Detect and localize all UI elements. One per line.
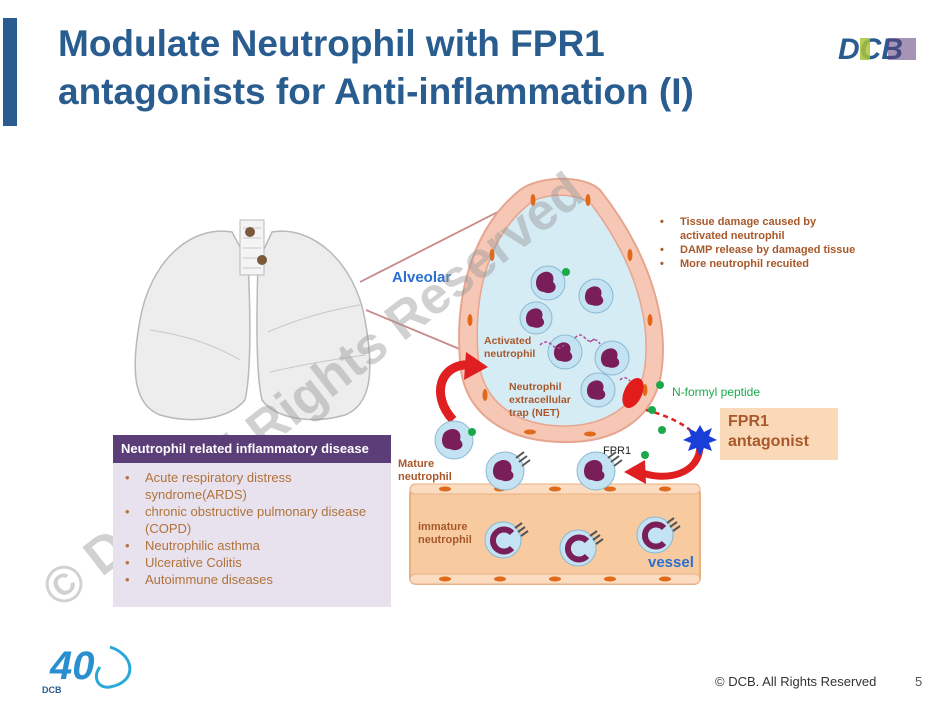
activated-neutrophil-label: Activated neutrophil <box>484 335 535 360</box>
footer-copyright: © DCB. All Rights Reserved <box>715 674 877 689</box>
disease-item: Autoimmune diseases <box>123 571 391 588</box>
net-line-3: trap (NET) <box>509 407 560 419</box>
disease-box: Neutrophil related inflammatory disease … <box>113 435 391 607</box>
net-label: Neutrophil extracellular trap (NET) <box>509 381 574 419</box>
disease-list: Acute respiratory distress syndrome(ARDS… <box>113 469 391 588</box>
alveolar-neutrophils <box>519 265 631 408</box>
net-line-2: extracellular <box>509 394 571 406</box>
disease-item: Neutrophilic asthma <box>123 537 391 554</box>
page-number: 5 <box>915 674 923 689</box>
fpr1-receptor-wall <box>622 378 644 408</box>
blood-vessel <box>409 483 701 585</box>
n-formyl-peptides <box>641 381 666 459</box>
badge-number: 40 <box>49 644 95 688</box>
vessel-label: vessel <box>648 554 694 571</box>
alveolar-label: Alveolar <box>392 269 451 286</box>
mature-neutrophil-label: Mature neutrophil <box>398 458 452 483</box>
immature-neutrophil-label: immature neutrophil <box>418 521 472 546</box>
disease-box-heading: Neutrophil related inflammatory disease <box>113 435 391 463</box>
net-line-1: Neutrophil <box>509 381 562 393</box>
effect-item: DAMP release by damaged tissue <box>658 243 858 257</box>
activated-line-2: neutrophil <box>484 348 535 360</box>
dcb-40-badge: 40 DCB <box>42 644 132 695</box>
mature-neutrophil <box>434 420 476 460</box>
disease-item: chronic obstructive pulmonary disease (C… <box>123 503 391 537</box>
vessel-surface-neutrophils <box>485 451 623 491</box>
badge-label: DCB <box>42 685 62 695</box>
activated-line-1: Activated <box>484 335 531 347</box>
effects-list: Tissue damage caused by activated neutro… <box>658 215 858 271</box>
fpr1-antagonist-line-2: antagonist <box>728 433 809 450</box>
dcb-logo: DCB <box>836 33 920 66</box>
fpr1-label: FPR1 <box>603 445 631 457</box>
mature-line-2: neutrophil <box>398 471 452 483</box>
fpr1-antagonist-line-1: FPR1 <box>728 413 769 430</box>
immature-neutrophils <box>484 516 681 567</box>
effect-item: Tissue damage caused by activated neutro… <box>658 215 858 243</box>
disease-item: Ulcerative Colitis <box>123 554 391 571</box>
fpr1-antagonist-box: FPR1 antagonist <box>720 408 838 460</box>
n-formyl-label: N-formyl peptide <box>672 385 760 399</box>
disease-item: Acute respiratory distress syndrome(ARDS… <box>123 469 391 503</box>
page-title: Modulate Neutrophil with FPR1 antagonist… <box>58 23 694 112</box>
effect-item: More neutrophil recuited <box>658 257 858 271</box>
immature-line-2: neutrophil <box>418 534 472 546</box>
mature-line-1: Mature <box>398 458 434 470</box>
lungs-illustration <box>134 219 371 421</box>
recruit-arrow <box>435 360 473 424</box>
antagonist-burst <box>683 425 717 456</box>
title-accent-bar <box>3 18 17 126</box>
immature-line-1: immature <box>418 521 468 533</box>
zoom-line-bottom <box>365 309 463 351</box>
